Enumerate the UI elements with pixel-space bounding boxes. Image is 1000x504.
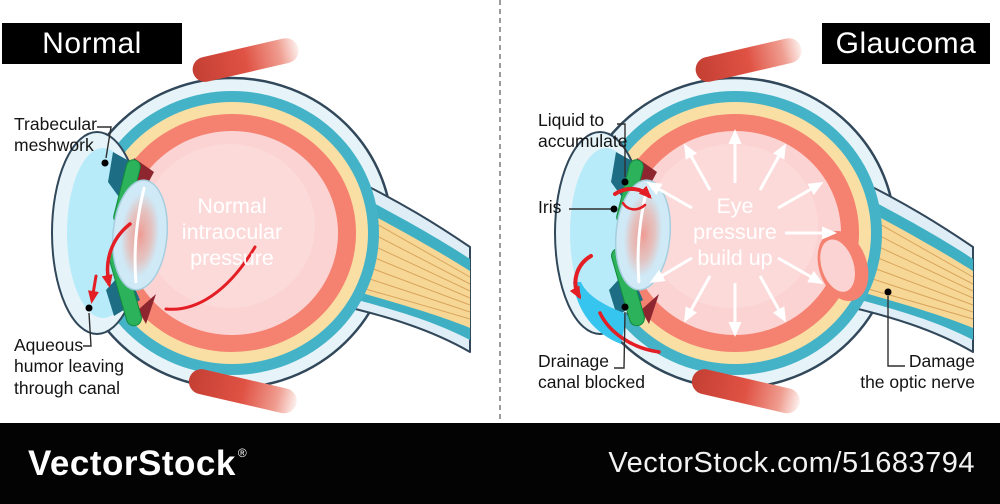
optic-nerve-cupping — [817, 230, 869, 302]
normal-title-box: Normal — [2, 23, 182, 64]
marker-dot-drainage — [621, 303, 629, 311]
label-drainage-canal-blocked: Drainage canal blocked — [538, 351, 646, 393]
vectorstock-url: VectorStock.com/51683794 — [608, 447, 975, 479]
marker-dot-liquid — [621, 178, 629, 186]
glaucoma-title: Glaucoma — [835, 26, 977, 60]
label-liquid-to-accumulate: Liquid to accumulate — [538, 110, 628, 152]
marker-dot-damage — [884, 288, 892, 296]
panel-glaucoma: Glaucoma Liquid to accumulate Iris Drain… — [503, 0, 1000, 423]
registered-mark: ® — [237, 445, 248, 460]
vectorstock-logo-text: VectorStock — [28, 443, 236, 483]
label-trabecular-meshwork: Trabecular meshwork — [14, 114, 97, 156]
marker-dot-iris — [610, 205, 618, 213]
marker-dot-trabecular — [101, 159, 109, 167]
label-damage-optic-nerve: Damage the optic nerve — [860, 351, 975, 393]
aqueous-flow-arrows — [88, 222, 257, 311]
divider-dashed-line — [499, 0, 501, 423]
label-aqueous-humor: Aqueous humor leaving through canal — [14, 335, 124, 398]
panel-normal: Normal Trabecular meshwork Aqueous humor… — [0, 0, 497, 423]
vectorstock-logo: VectorStock® — [28, 444, 247, 484]
glaucoma-title-box: Glaucoma — [822, 23, 990, 64]
normal-eye-illustration — [50, 34, 472, 418]
glaucoma-eye-illustration — [553, 34, 975, 418]
pressure-arrows — [646, 129, 837, 337]
watermark-bar: VectorStock® VectorStock.com/51683794 — [0, 423, 1000, 504]
normal-pressure-text: Normal intraocular pressure — [181, 194, 283, 270]
blocked-flow-arrows — [569, 185, 661, 354]
pressure-buildup-text: Eye pressure build up — [693, 194, 777, 270]
normal-title: Normal — [42, 26, 142, 60]
pointer-lines — [83, 126, 112, 347]
marker-dot-aqueous — [85, 304, 93, 312]
label-iris: Iris — [538, 197, 562, 217]
pointer-lines — [569, 123, 905, 369]
